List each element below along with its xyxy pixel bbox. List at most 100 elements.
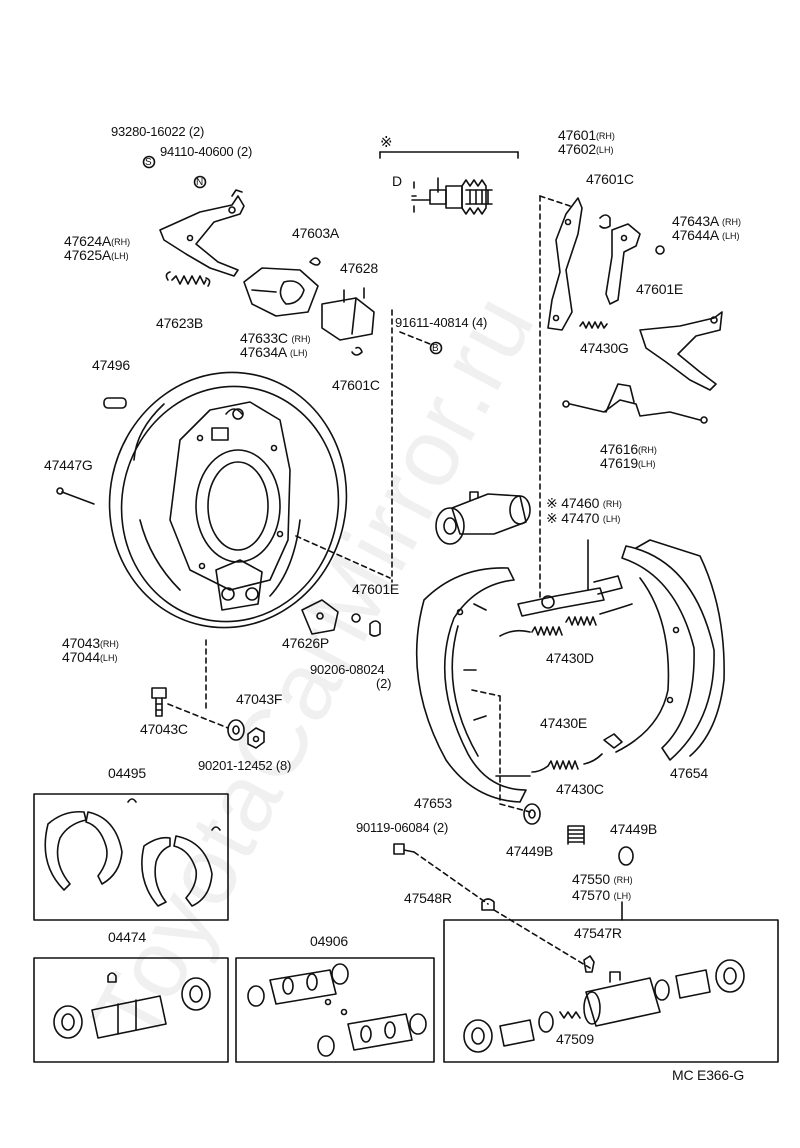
star-marker: ※ xyxy=(546,510,558,526)
side-rh: (RH) xyxy=(637,445,657,455)
part-number: 47570 xyxy=(572,887,610,903)
small-clip-icon xyxy=(309,257,321,266)
spring-cup-icon xyxy=(523,803,541,825)
parking-lever-rh-icon xyxy=(547,197,583,331)
hole-plug-icon xyxy=(103,397,127,409)
symbol-n-icon xyxy=(193,175,207,189)
part-label-47601c-a: 47601C xyxy=(332,377,380,393)
part-label-47548: 47548R xyxy=(404,890,452,906)
part-label-47547: 47547R xyxy=(574,925,622,941)
part-number: 47633C xyxy=(240,330,288,346)
kit-label-04474: 04474 xyxy=(108,929,146,945)
part-number: 47460 xyxy=(561,495,600,511)
adjuster-bracket-line xyxy=(379,151,519,159)
part-label-47570: 47570 (LH) xyxy=(572,888,631,904)
adjuster-bolt-icon xyxy=(411,177,493,215)
side-lh: (LH) xyxy=(602,514,621,524)
small-c-clip-icon xyxy=(351,346,363,356)
kit-label-04495: 04495 xyxy=(108,765,146,781)
kit-label-04906: 04906 xyxy=(310,933,348,949)
part-label-47430d: 47430D xyxy=(546,650,594,666)
wheel-cylinder-exploded-icon xyxy=(463,955,745,1053)
side-lh: (LH) xyxy=(722,231,740,241)
part-label-90119: 90119-06084 (2) xyxy=(356,820,449,835)
hold-down-pin-icon xyxy=(393,843,415,855)
part-label-47603: 47603A xyxy=(292,225,340,241)
side-lh: (LH) xyxy=(595,145,614,155)
part-label-47447: 47447G xyxy=(44,457,93,473)
part-number: 47625A xyxy=(64,247,112,263)
part-number: 47634A xyxy=(240,344,287,360)
part-label-94110: 94110-40600 (2) xyxy=(160,144,253,159)
part-label-47043: 47043(RH) xyxy=(62,636,119,652)
part-label-47624: 47624A(RH) xyxy=(64,234,130,250)
side-rh: (RH) xyxy=(291,334,311,344)
side-rh: (RH) xyxy=(595,131,615,141)
side-rh: (RH) xyxy=(613,875,633,885)
return-spring-icon xyxy=(165,271,211,287)
kit-box-04495 xyxy=(33,793,229,921)
c-washer-icon xyxy=(599,214,611,229)
parking-cable-icon xyxy=(562,383,708,424)
star-marker: ※ xyxy=(380,134,393,151)
part-label-47496: 47496 xyxy=(92,357,130,373)
parking-strut-icon xyxy=(243,267,319,317)
part-number: 47550 xyxy=(572,871,610,887)
part-label-47619: 47619(LH) xyxy=(600,456,655,472)
kit-box-04474 xyxy=(33,957,229,1063)
side-rh: (RH) xyxy=(111,237,131,247)
side-rh: (RH) xyxy=(602,499,622,509)
part-label-90201: 90201-12452 (8) xyxy=(198,758,292,773)
part-number: 47616 xyxy=(600,441,638,457)
bleeder-plate-icon xyxy=(301,599,339,635)
small-nut-icon xyxy=(655,245,665,255)
part-label-47470: ※ 47470 (LH) xyxy=(546,511,620,527)
side-lh: (LH) xyxy=(613,891,632,901)
shoe-kit-icon xyxy=(44,798,221,907)
part-label-47653: 47653 xyxy=(414,795,452,811)
part-label-47430g: 47430G xyxy=(580,340,629,356)
c-washer-icon xyxy=(369,620,381,637)
symbol-n-letter: N xyxy=(196,177,204,188)
dimension-label: D xyxy=(392,173,402,189)
spring-retainer-icon xyxy=(618,846,634,866)
part-number: 47644A xyxy=(672,227,719,243)
part-label-90206: 90206-08024 xyxy=(310,662,385,677)
part-label-47628: 47628 xyxy=(340,260,378,276)
part-label-47625: 47625A(LH) xyxy=(64,248,129,264)
seal-kit-icon xyxy=(247,963,427,1057)
wheel-cylinder-icon xyxy=(435,491,531,545)
part-label-90206-qty: (2) xyxy=(376,676,392,691)
part-number: 47624A xyxy=(64,233,112,249)
brake-shoe-right-icon xyxy=(603,539,725,761)
part-label-47460: ※ 47460 (RH) xyxy=(546,496,622,512)
part-number: 47602 xyxy=(558,141,596,157)
side-lh: (LH) xyxy=(111,251,129,261)
side-rh: (RH) xyxy=(99,639,119,649)
side-rh: (RH) xyxy=(722,217,741,227)
part-label-47430c: 47430C xyxy=(556,781,604,797)
part-label-47044: 47044(LH) xyxy=(62,650,117,666)
part-label-47043c: 47043C xyxy=(140,721,188,737)
symbol-b-icon xyxy=(429,341,443,355)
part-label-47550: 47550 (RH) xyxy=(572,872,633,888)
star-marker: ※ xyxy=(546,495,558,511)
adjuster-assembly-icon xyxy=(517,575,623,617)
part-label-47601e-a: 47601E xyxy=(352,581,400,597)
cylinder-clip-icon xyxy=(321,287,375,341)
adjusting-lever-icon xyxy=(605,223,641,305)
part-label-47623: 47623B xyxy=(156,315,204,331)
cable-lever-icon xyxy=(639,311,723,391)
hold-down-spring-icon xyxy=(567,825,585,845)
part-label-47602: 47602(LH) xyxy=(558,142,613,158)
part-label-47449b-b: 47449B xyxy=(610,821,658,837)
part-label-47449b-a: 47449B xyxy=(506,843,554,859)
upper-return-spring-icon xyxy=(499,603,633,637)
side-lh: (LH) xyxy=(99,653,118,663)
part-label-47626: 47626P xyxy=(282,635,330,651)
symbol-b-letter: B xyxy=(432,343,439,354)
brake-shoe-left-icon xyxy=(415,567,527,803)
part-number: 47601 xyxy=(558,127,596,143)
part-label-93280: 93280-16022 (2) xyxy=(111,124,205,139)
part-number: 47619 xyxy=(600,455,638,471)
